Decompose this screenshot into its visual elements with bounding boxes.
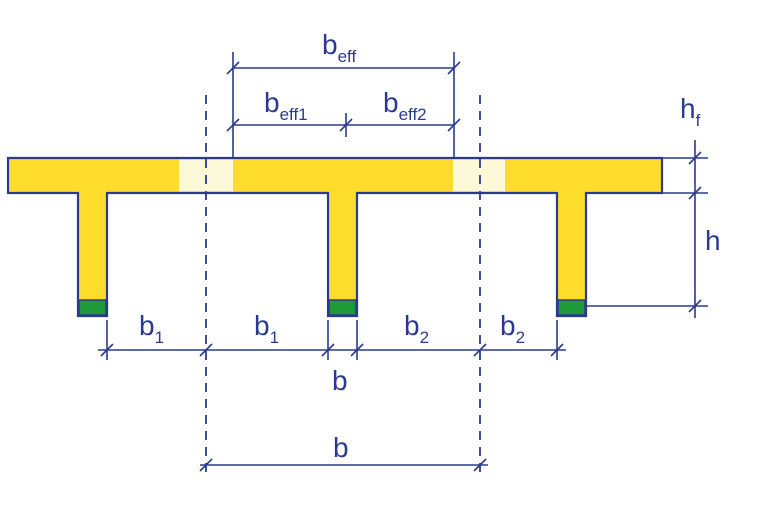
label-b-eff2: beff2 xyxy=(383,87,427,124)
label-b-eff1: beff1 xyxy=(264,87,308,124)
reinforcement-web-1 xyxy=(78,299,107,316)
t-beam-section xyxy=(6,156,664,318)
dimension-b-eff1-b-eff2: beff1 beff2 xyxy=(226,87,461,137)
label-b-eff: beff xyxy=(322,29,356,66)
label-b2-right: b2 xyxy=(500,310,525,347)
label-b1-right: b1 xyxy=(254,310,279,347)
label-b1-left: b1 xyxy=(139,310,164,347)
reinforcement-web-3 xyxy=(557,299,586,316)
reinforcement-web-2 xyxy=(328,299,357,316)
dimension-b-bottom: b xyxy=(199,432,488,472)
dimension-h-f-and-h: hf h xyxy=(586,93,721,318)
label-b2-left: b2 xyxy=(404,310,429,347)
ineffective-flange-zone-right xyxy=(453,159,505,192)
label-h: h xyxy=(705,225,721,256)
label-h-f: hf xyxy=(680,93,701,130)
label-b-bottom: b xyxy=(333,432,349,463)
dimension-b-eff: beff xyxy=(226,29,461,158)
dimension-b1-b2-row: b1 b1 b2 b2 b xyxy=(98,310,566,396)
label-b-web: b xyxy=(332,365,348,396)
